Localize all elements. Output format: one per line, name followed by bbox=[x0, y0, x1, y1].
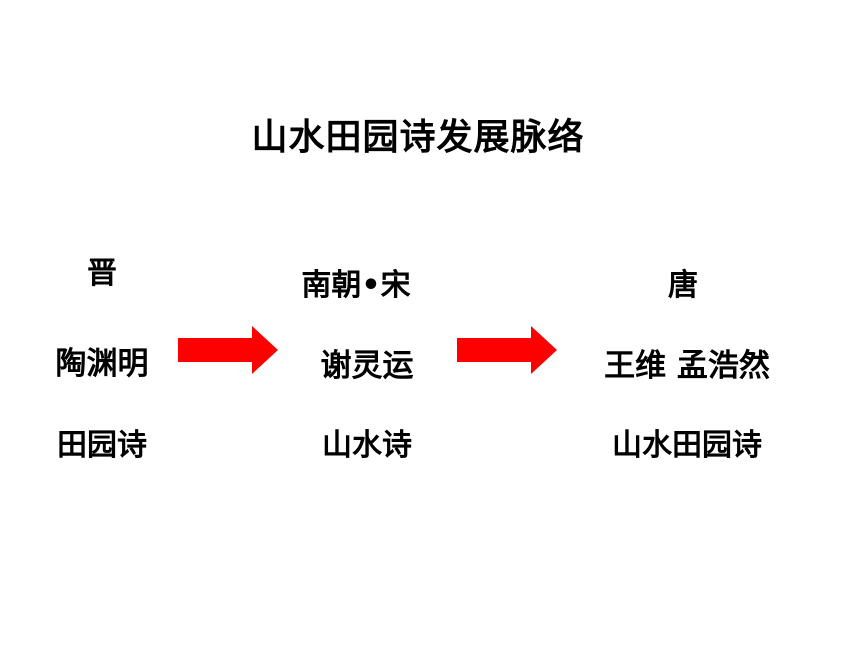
stage-poet: 陶渊明 bbox=[55, 346, 149, 382]
stage-genre: 山水田园诗 bbox=[612, 428, 762, 463]
right-arrow-icon bbox=[457, 326, 557, 374]
stage-era: 南朝•宋 bbox=[301, 268, 411, 303]
stage-era: 晋 bbox=[87, 256, 117, 291]
stage-poet: 谢灵运 bbox=[320, 348, 414, 384]
slide-title: 山水田园诗发展脉络 bbox=[251, 117, 585, 158]
stage-poet: 王维 孟浩然 bbox=[604, 348, 770, 384]
right-arrow-icon bbox=[178, 326, 278, 374]
stage-genre: 田园诗 bbox=[57, 428, 147, 463]
stage-era: 唐 bbox=[668, 268, 698, 303]
stage-genre: 山水诗 bbox=[322, 428, 412, 463]
